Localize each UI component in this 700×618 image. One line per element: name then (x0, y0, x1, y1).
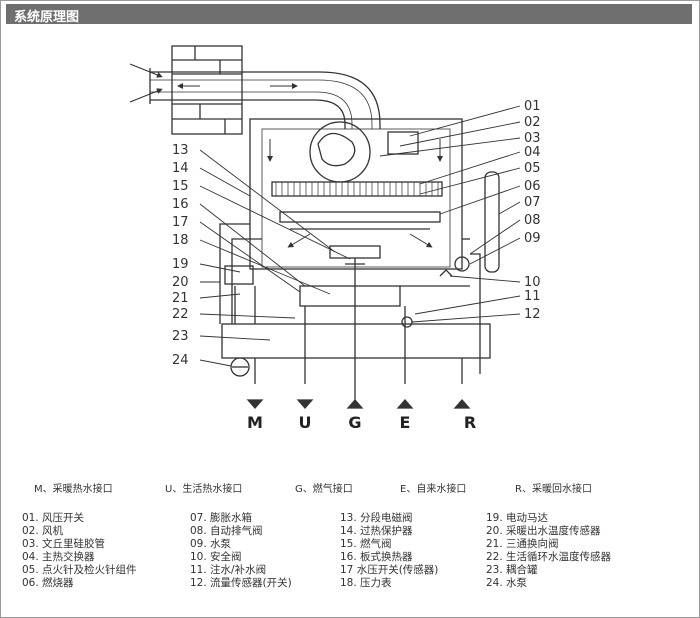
callout-10: 10 (524, 275, 541, 290)
callout-07: 07 (524, 195, 541, 210)
callout-15: 15 (172, 179, 189, 194)
diagram-title: 系统原理图 (14, 10, 80, 25)
port-letter-r: R (464, 413, 476, 432)
heating-return-circuit (400, 238, 481, 374)
legend-item: 10. 安全阀 (190, 551, 242, 563)
callout-05: 05 (524, 161, 541, 176)
port-letter-m: M (247, 413, 263, 432)
heating-flow-circuit (219, 223, 262, 324)
callout-01: 01 (524, 99, 541, 114)
pump (230, 357, 250, 377)
component-legend: 01. 风压开关 02. 风机 03. 文丘里硅胶管 04. 主热交换器 05.… (0, 512, 700, 592)
legend-item: 24. 水泵 (486, 577, 528, 589)
main-heat-exchanger (271, 181, 443, 197)
callout-03: 03 (524, 131, 541, 146)
system-schematic: 01 02 03 04 05 06 07 08 09 10 11 12 13 1… (129, 45, 541, 432)
callout-18: 18 (172, 233, 189, 248)
callout-24: 24 (172, 353, 189, 368)
title-bar: 系统原理图 (6, 4, 692, 25)
port-letter-u: U (299, 413, 312, 432)
port-arrows (246, 399, 471, 409)
legend-item: 02. 风机 (22, 525, 64, 537)
legend-item: 20. 采暖出水温度传感器 (486, 525, 601, 537)
callout-09: 09 (524, 231, 541, 246)
callout-20: 20 (172, 275, 189, 290)
callout-02: 02 (524, 115, 541, 130)
expansion-tank (484, 171, 500, 273)
callout-17: 17 (172, 215, 189, 230)
coupling-tank (221, 323, 491, 359)
legend-item: 16. 板式换热器 (340, 551, 413, 563)
callout-04: 04 (524, 145, 541, 160)
combustion-chamber (249, 118, 463, 270)
callout-21: 21 (172, 291, 189, 306)
plate-heat-exchanger (299, 285, 401, 307)
callout-14: 14 (172, 161, 189, 176)
legend-item: 13. 分段电磁阀 (340, 512, 413, 524)
legend-item: 12. 流量传感器(开关) (190, 577, 292, 589)
legend-item: 11. 注水/补水阀 (190, 564, 267, 576)
callout-16: 16 (172, 197, 189, 212)
legend-item: 23. 耦合罐 (486, 564, 538, 576)
port-desc-e: E、自来水接口 (400, 484, 467, 495)
legend-item: 07. 膨胀水箱 (190, 512, 253, 524)
port-desc-u: U、生活热水接口 (165, 484, 243, 495)
connection-pipes (254, 306, 463, 384)
legend-item: 08. 自动排气阀 (190, 525, 263, 537)
port-letter-g: G (348, 413, 361, 432)
burner (279, 211, 441, 248)
legend-item: 03. 文丘里硅胶管 (22, 538, 106, 550)
callout-leaders (199, 105, 521, 367)
port-descriptions: M、采暖热水接口 U、生活热水接口 G、燃气接口 E、自来水接口 R、采暖回水接… (0, 480, 700, 495)
legend-item: 19. 电动马达 (486, 512, 549, 524)
port-letter-e: E (400, 413, 411, 432)
callout-06: 06 (524, 179, 541, 194)
legend-item: 09. 水泵 (190, 538, 232, 550)
callout-23: 23 (172, 329, 189, 344)
wall (171, 45, 243, 135)
legend-item: 21. 三通换向阀 (486, 538, 559, 550)
port-desc-m: M、采暖热水接口 (34, 484, 113, 495)
legend-item: 14. 过热保护器 (340, 525, 413, 537)
legend-item: 15. 燃气阀 (340, 538, 392, 550)
port-desc-r: R、采暖回水接口 (515, 484, 592, 495)
legend-item: 06. 燃烧器 (22, 577, 74, 589)
legend-item: 04. 主热交换器 (22, 551, 95, 563)
callout-13: 13 (172, 143, 189, 158)
legend-item: 18. 压力表 (340, 577, 392, 589)
callout-11: 11 (524, 289, 541, 304)
callout-12: 12 (524, 307, 541, 322)
callout-19: 19 (172, 257, 189, 272)
port-desc-g: G、燃气接口 (295, 484, 353, 495)
callout-22: 22 (172, 307, 189, 322)
legend-item: 17 水压开关(传感器) (340, 564, 439, 576)
legend-item: 22. 生活循环水温度传感器 (486, 551, 612, 563)
gas-valve (329, 245, 381, 404)
legend-item: 01. 风压开关 (22, 512, 85, 524)
callout-08: 08 (524, 213, 541, 228)
legend-item: 05. 点火针及检火针组件 (22, 564, 137, 576)
